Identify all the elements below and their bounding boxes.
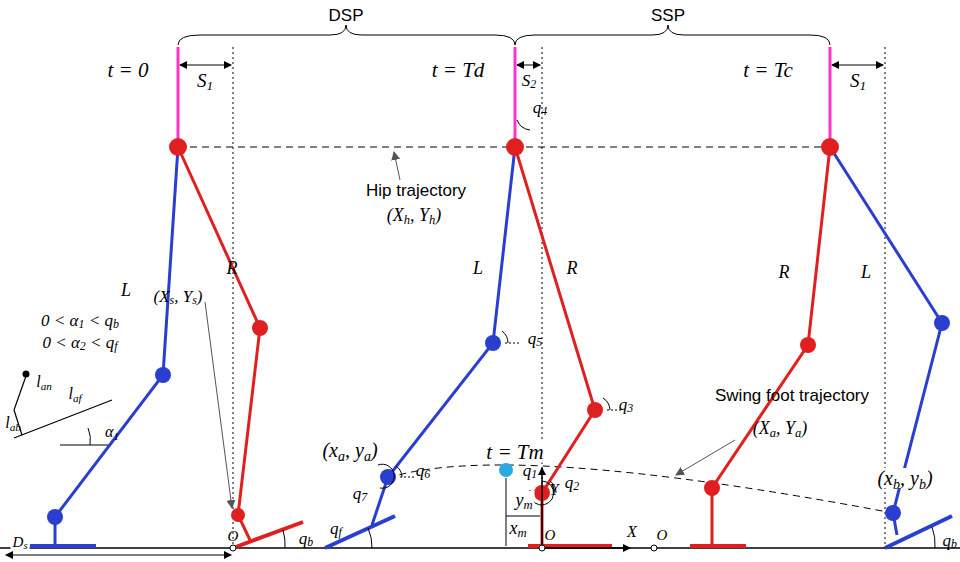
joint-angle: q6 bbox=[416, 462, 430, 479]
joint-angle: q5 bbox=[528, 330, 542, 347]
point-coords: (xa, ya) bbox=[320, 440, 379, 460]
joint-angle: q2 bbox=[565, 474, 579, 491]
point-coords: (Xs, Ys) bbox=[154, 288, 203, 305]
time-label: t = Td bbox=[432, 60, 485, 81]
leg-label: L bbox=[861, 263, 871, 281]
time-label: t = Tc bbox=[743, 60, 793, 81]
leg-label: R bbox=[227, 259, 238, 277]
phase-label: SSP bbox=[651, 7, 685, 24]
foot-angle: qb bbox=[299, 530, 313, 547]
axis-label: X bbox=[627, 524, 637, 540]
constraint-note: 0 < α1 < qb bbox=[41, 312, 119, 329]
origin-label: O bbox=[228, 529, 239, 544]
foot-angle: α1 bbox=[105, 424, 119, 440]
distance-label: Ds bbox=[11, 535, 30, 550]
step-length: S2 bbox=[522, 72, 536, 89]
axis-label: Y bbox=[550, 482, 559, 498]
offset-label: ym bbox=[513, 491, 534, 509]
foot-dimension: lab bbox=[5, 415, 21, 431]
joint-angle: q4 bbox=[533, 99, 547, 116]
trajectory-coords: (Xa, Ya) bbox=[753, 419, 808, 437]
foot-dimension: lan bbox=[36, 374, 52, 390]
origin-label: O bbox=[657, 528, 668, 543]
joint-angle: q3 bbox=[619, 396, 633, 413]
leg-label: L bbox=[121, 281, 131, 299]
point-coords: (xb, yb) bbox=[875, 468, 934, 488]
foot-angle: qf bbox=[330, 520, 342, 537]
foot-dimension: laf bbox=[68, 386, 81, 402]
origin-label: O bbox=[545, 528, 556, 543]
leg-label: L bbox=[473, 259, 483, 277]
step-length: S1 bbox=[197, 71, 213, 90]
joint-angle: q7 bbox=[353, 485, 367, 502]
constraint-note: 0 < α2 < qf bbox=[42, 334, 117, 351]
leg-label: R bbox=[779, 263, 790, 281]
trajectory-label: Swing foot trajectory bbox=[715, 387, 869, 404]
time-label: t = 0 bbox=[107, 60, 148, 81]
trajectory-coords: (Xh, Yh) bbox=[387, 206, 442, 224]
step-length: S1 bbox=[850, 71, 866, 90]
phase-label: DSP bbox=[329, 7, 364, 24]
foot-angle: qb bbox=[943, 532, 957, 549]
leg-label: R bbox=[567, 259, 578, 277]
joint-angle: q1 bbox=[523, 462, 537, 479]
trajectory-label: Hip trajectory bbox=[364, 182, 468, 199]
time-label: t = Tm bbox=[484, 442, 545, 463]
offset-label: xm bbox=[507, 519, 528, 537]
